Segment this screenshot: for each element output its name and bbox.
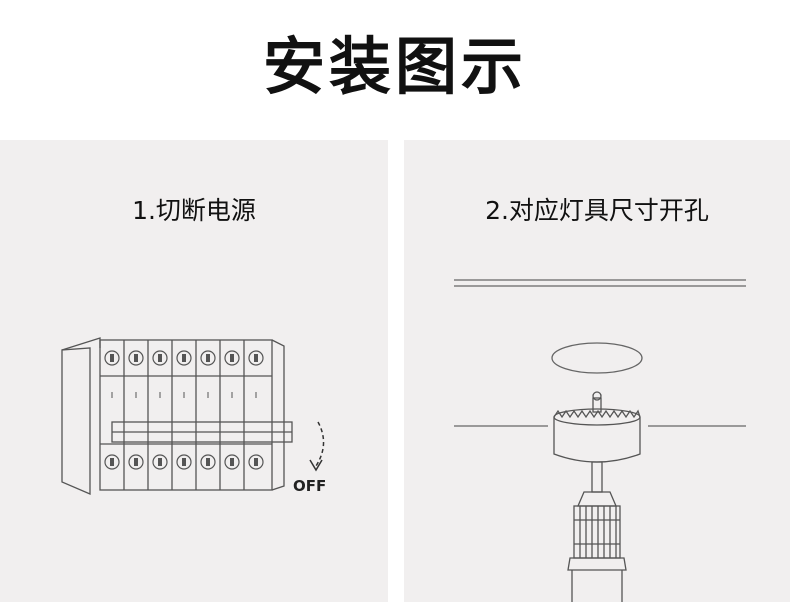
- drill-chuck-icon: [567, 491, 627, 602]
- step-2-label: 2.对应灯具尺寸开孔: [485, 196, 709, 225]
- hole-saw-icon: [553, 391, 641, 493]
- step-2-panel: 2.对应灯具尺寸开孔: [404, 140, 790, 602]
- step-1-panel: 1.切断电源: [0, 140, 388, 602]
- hole-saw-diagram: [454, 279, 746, 602]
- off-label: OFF: [293, 477, 327, 495]
- downlight-disc-icon: [551, 342, 643, 374]
- ceiling-line-icon: [454, 279, 746, 287]
- circuit-breaker-icon: [61, 337, 325, 495]
- page-title: 安装图示: [262, 30, 527, 103]
- arrow-down-icon: [315, 421, 325, 467]
- step-1-label: 1.切断电源: [132, 196, 256, 225]
